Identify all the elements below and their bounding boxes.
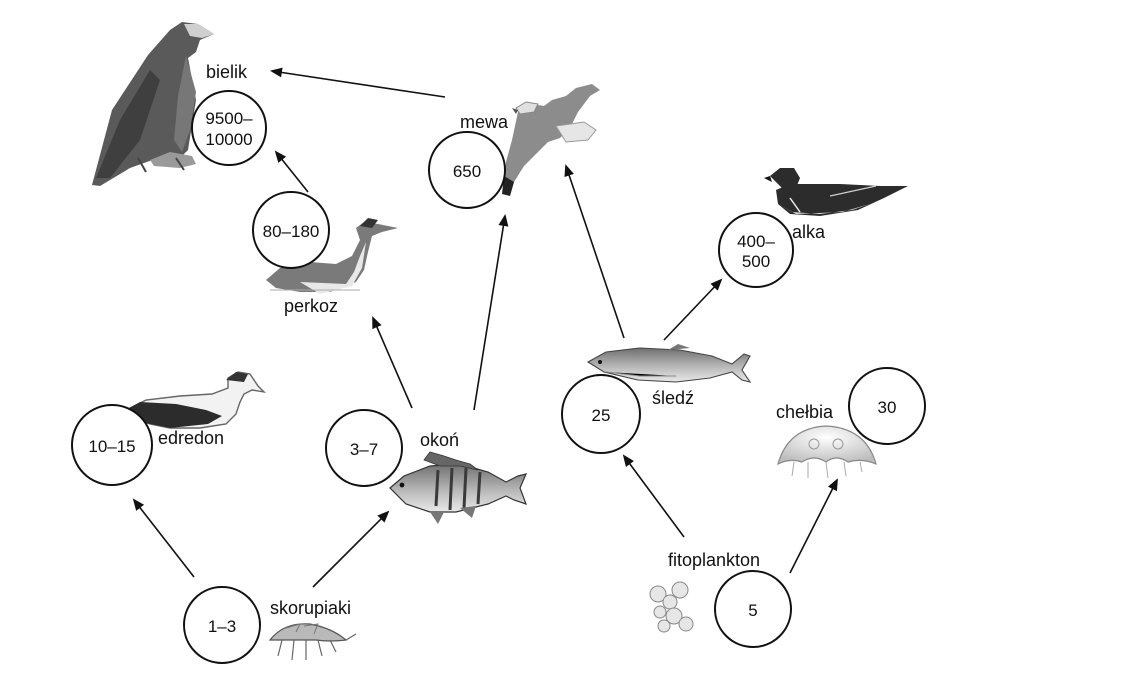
node-okon: 3–7 okoń (325, 409, 459, 487)
value-line1: 400– (737, 232, 775, 251)
node-label: śledź (652, 388, 694, 408)
arrow-okon-to-mewa (473, 214, 509, 411)
node-label: perkoz (284, 296, 338, 316)
gull-icon (502, 84, 600, 196)
value-circle (718, 212, 794, 288)
value-text: 30 (878, 398, 897, 417)
value-circle (848, 367, 926, 445)
arrow-skorupiaki-to-edredon (132, 498, 195, 578)
crustacean-icon (268, 623, 357, 661)
value-text: 3–7 (350, 440, 378, 459)
arrow-fitoplankton-to-chelbia (789, 478, 838, 574)
razorbill-icon (764, 168, 908, 216)
jellyfish-icon (777, 425, 877, 479)
node-perkoz: 80–180 perkoz (252, 191, 338, 316)
grebe-icon (266, 218, 398, 294)
node-label: bielik (206, 62, 248, 82)
arrow-sledz-to-alka (663, 278, 723, 341)
value-circle (252, 191, 330, 269)
value-line2: 10000 (205, 130, 252, 149)
arrow-sledz-to-mewa (564, 164, 625, 339)
herring-icon (586, 344, 752, 383)
value-text: 1–3 (208, 617, 236, 636)
node-label: skorupiaki (270, 598, 351, 618)
value-circle (183, 586, 261, 664)
eider-icon (108, 371, 267, 429)
node-edredon: 10–15 edredon (71, 404, 224, 486)
value-text: 80–180 (263, 222, 320, 241)
value-text: 650 (453, 162, 481, 181)
node-sledz: 25 śledź (561, 374, 694, 454)
arrow-perkoz-to-bielik (274, 150, 309, 193)
node-label: okoń (420, 430, 459, 450)
value-text: 5 (748, 601, 757, 620)
perch-icon (389, 451, 528, 524)
value-circle (325, 409, 403, 487)
node-label: alka (792, 222, 826, 242)
value-line2: 500 (742, 252, 770, 271)
arrow-skorupiaki-to-okon (312, 510, 390, 588)
value-text: 25 (592, 406, 611, 425)
value-circle (428, 131, 506, 209)
value-circle (71, 404, 153, 486)
node-bielik: 9500– 10000 bielik (191, 62, 267, 166)
node-alka: 400– 500 alka (718, 212, 826, 288)
eagle-icon (92, 22, 214, 186)
value-circle (191, 90, 267, 166)
phytoplankton-icon (649, 581, 694, 633)
arrow-mewa-to-bielik (270, 67, 446, 98)
node-label: fitoplankton (668, 550, 760, 570)
value-circle (561, 374, 641, 454)
node-mewa: 650 mewa (428, 112, 509, 209)
arrows (132, 67, 838, 588)
node-label: edredon (158, 428, 224, 448)
node-skorupiaki: 1–3 skorupiaki (183, 586, 351, 664)
node-fitoplankton: 5 fitoplankton (668, 550, 792, 648)
node-label: mewa (460, 112, 509, 132)
value-line1: 9500– (205, 109, 253, 128)
value-text: 10–15 (88, 437, 135, 456)
arrow-fitoplankton-to-sledz (622, 454, 685, 538)
value-circle (714, 570, 792, 648)
arrow-okon-to-perkoz (372, 316, 413, 409)
node-label: chełbia (776, 402, 834, 422)
node-chelbia: 30 chełbia (776, 367, 926, 445)
